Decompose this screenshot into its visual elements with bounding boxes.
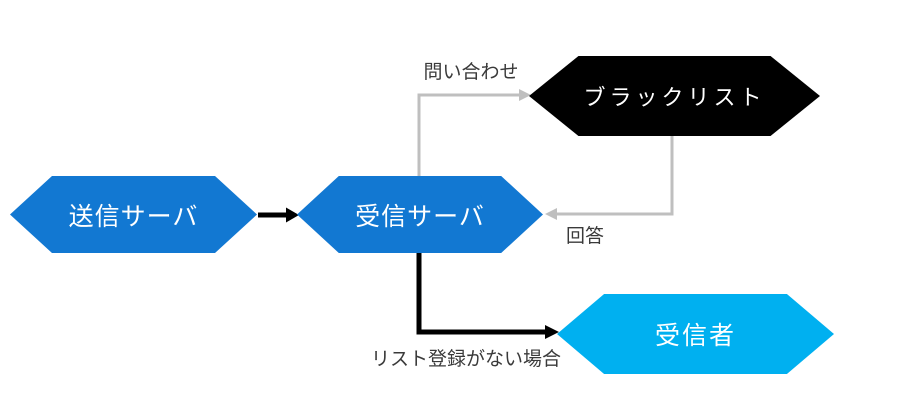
node-blacklist-label: ブラックリスト [583,85,766,110]
node-blacklist: ブラックリスト [529,56,820,136]
node-recipient: 受信者 [557,294,834,374]
edge-label-reply: 回答 [566,226,605,247]
edge-label-no-list: リスト登録がない場合 [371,349,562,370]
edge-no-list-arrowhead-icon [545,325,559,339]
node-send-server: 送信サーバ [10,176,257,253]
node-recipient-label: 受信者 [654,322,736,350]
node-receive-server: 受信サーバ [297,176,543,253]
edge-inquiry-line [417,93,519,176]
node-receive-server-label: 受信サーバ [355,202,485,231]
node-send-server-label: 送信サーバ [68,202,199,231]
edge-reply-line [557,136,674,216]
edge-send-to-receive-arrowhead-icon [286,207,299,223]
edge-no-list-line [416,252,545,335]
edge-inquiry-arrowhead-icon [519,89,531,101]
edge-reply-arrowhead-icon [545,208,557,220]
edge-label-inquiry: 問い合わせ [423,62,519,83]
